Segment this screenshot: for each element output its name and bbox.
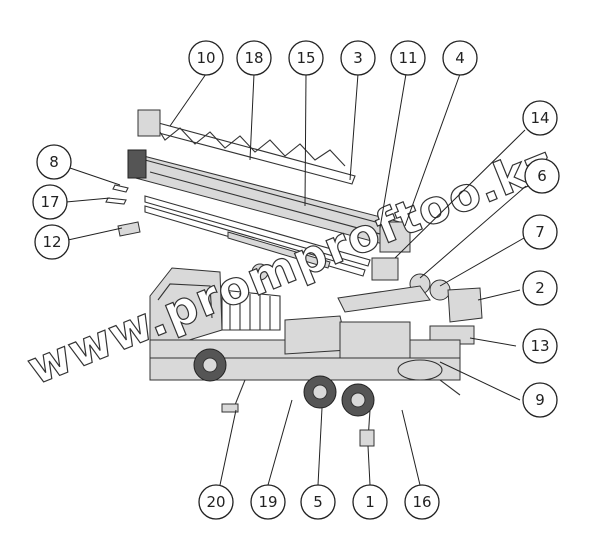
callout-5: 5	[300, 484, 336, 520]
outriggers	[221, 379, 461, 447]
svg-text:20: 20	[206, 493, 225, 511]
callout-18: 18	[236, 40, 272, 76]
svg-text:6: 6	[537, 167, 547, 185]
svg-text:3: 3	[353, 49, 363, 67]
svg-text:1: 1	[365, 493, 375, 511]
svg-text:10: 10	[196, 49, 215, 67]
callout-17: 17	[32, 184, 68, 220]
winch-assembly	[337, 257, 451, 313]
callout-2: 2	[522, 270, 558, 306]
svg-text:9: 9	[535, 391, 545, 409]
svg-text:18: 18	[244, 49, 263, 67]
svg-text:13: 13	[530, 337, 549, 355]
svg-text:4: 4	[455, 49, 465, 67]
svg-text:8: 8	[49, 153, 59, 171]
callout-10: 10	[188, 40, 224, 76]
callout-13: 13	[522, 328, 558, 364]
callout-8: 8	[36, 144, 72, 180]
svg-text:19: 19	[258, 493, 277, 511]
svg-text:17: 17	[40, 193, 59, 211]
callout-1: 1	[352, 484, 388, 520]
lattice-jib	[137, 109, 356, 185]
svg-text:16: 16	[412, 493, 431, 511]
wheels	[193, 348, 375, 417]
leader-lines	[65, 73, 527, 486]
telescopic-boom	[127, 149, 411, 253]
callout-20: 20	[198, 484, 234, 520]
svg-text:12: 12	[42, 233, 61, 251]
svg-text:2: 2	[535, 279, 545, 297]
svg-text:11: 11	[398, 49, 417, 67]
svg-text:15: 15	[296, 49, 315, 67]
callout-6: 6	[524, 158, 560, 194]
small-parts	[105, 184, 141, 237]
callout-19: 19	[250, 484, 286, 520]
callout-3: 3	[340, 40, 376, 76]
truck-chassis	[149, 267, 461, 381]
callout-7: 7	[522, 214, 558, 250]
svg-text:5: 5	[313, 493, 323, 511]
callout-9: 9	[522, 382, 558, 418]
callout-15: 15	[288, 40, 324, 76]
callout-11: 11	[390, 40, 426, 76]
svg-text:7: 7	[535, 223, 545, 241]
svg-text:14: 14	[530, 109, 549, 127]
callout-12: 12	[34, 224, 70, 260]
callout-16: 16	[404, 484, 440, 520]
callouts: 10 18 15 3 11 4 14 8 17 12 6 7 2 13 9 20…	[32, 40, 560, 520]
callout-4: 4	[442, 40, 478, 76]
boom-cylinders	[144, 195, 371, 281]
callout-14: 14	[522, 100, 558, 136]
